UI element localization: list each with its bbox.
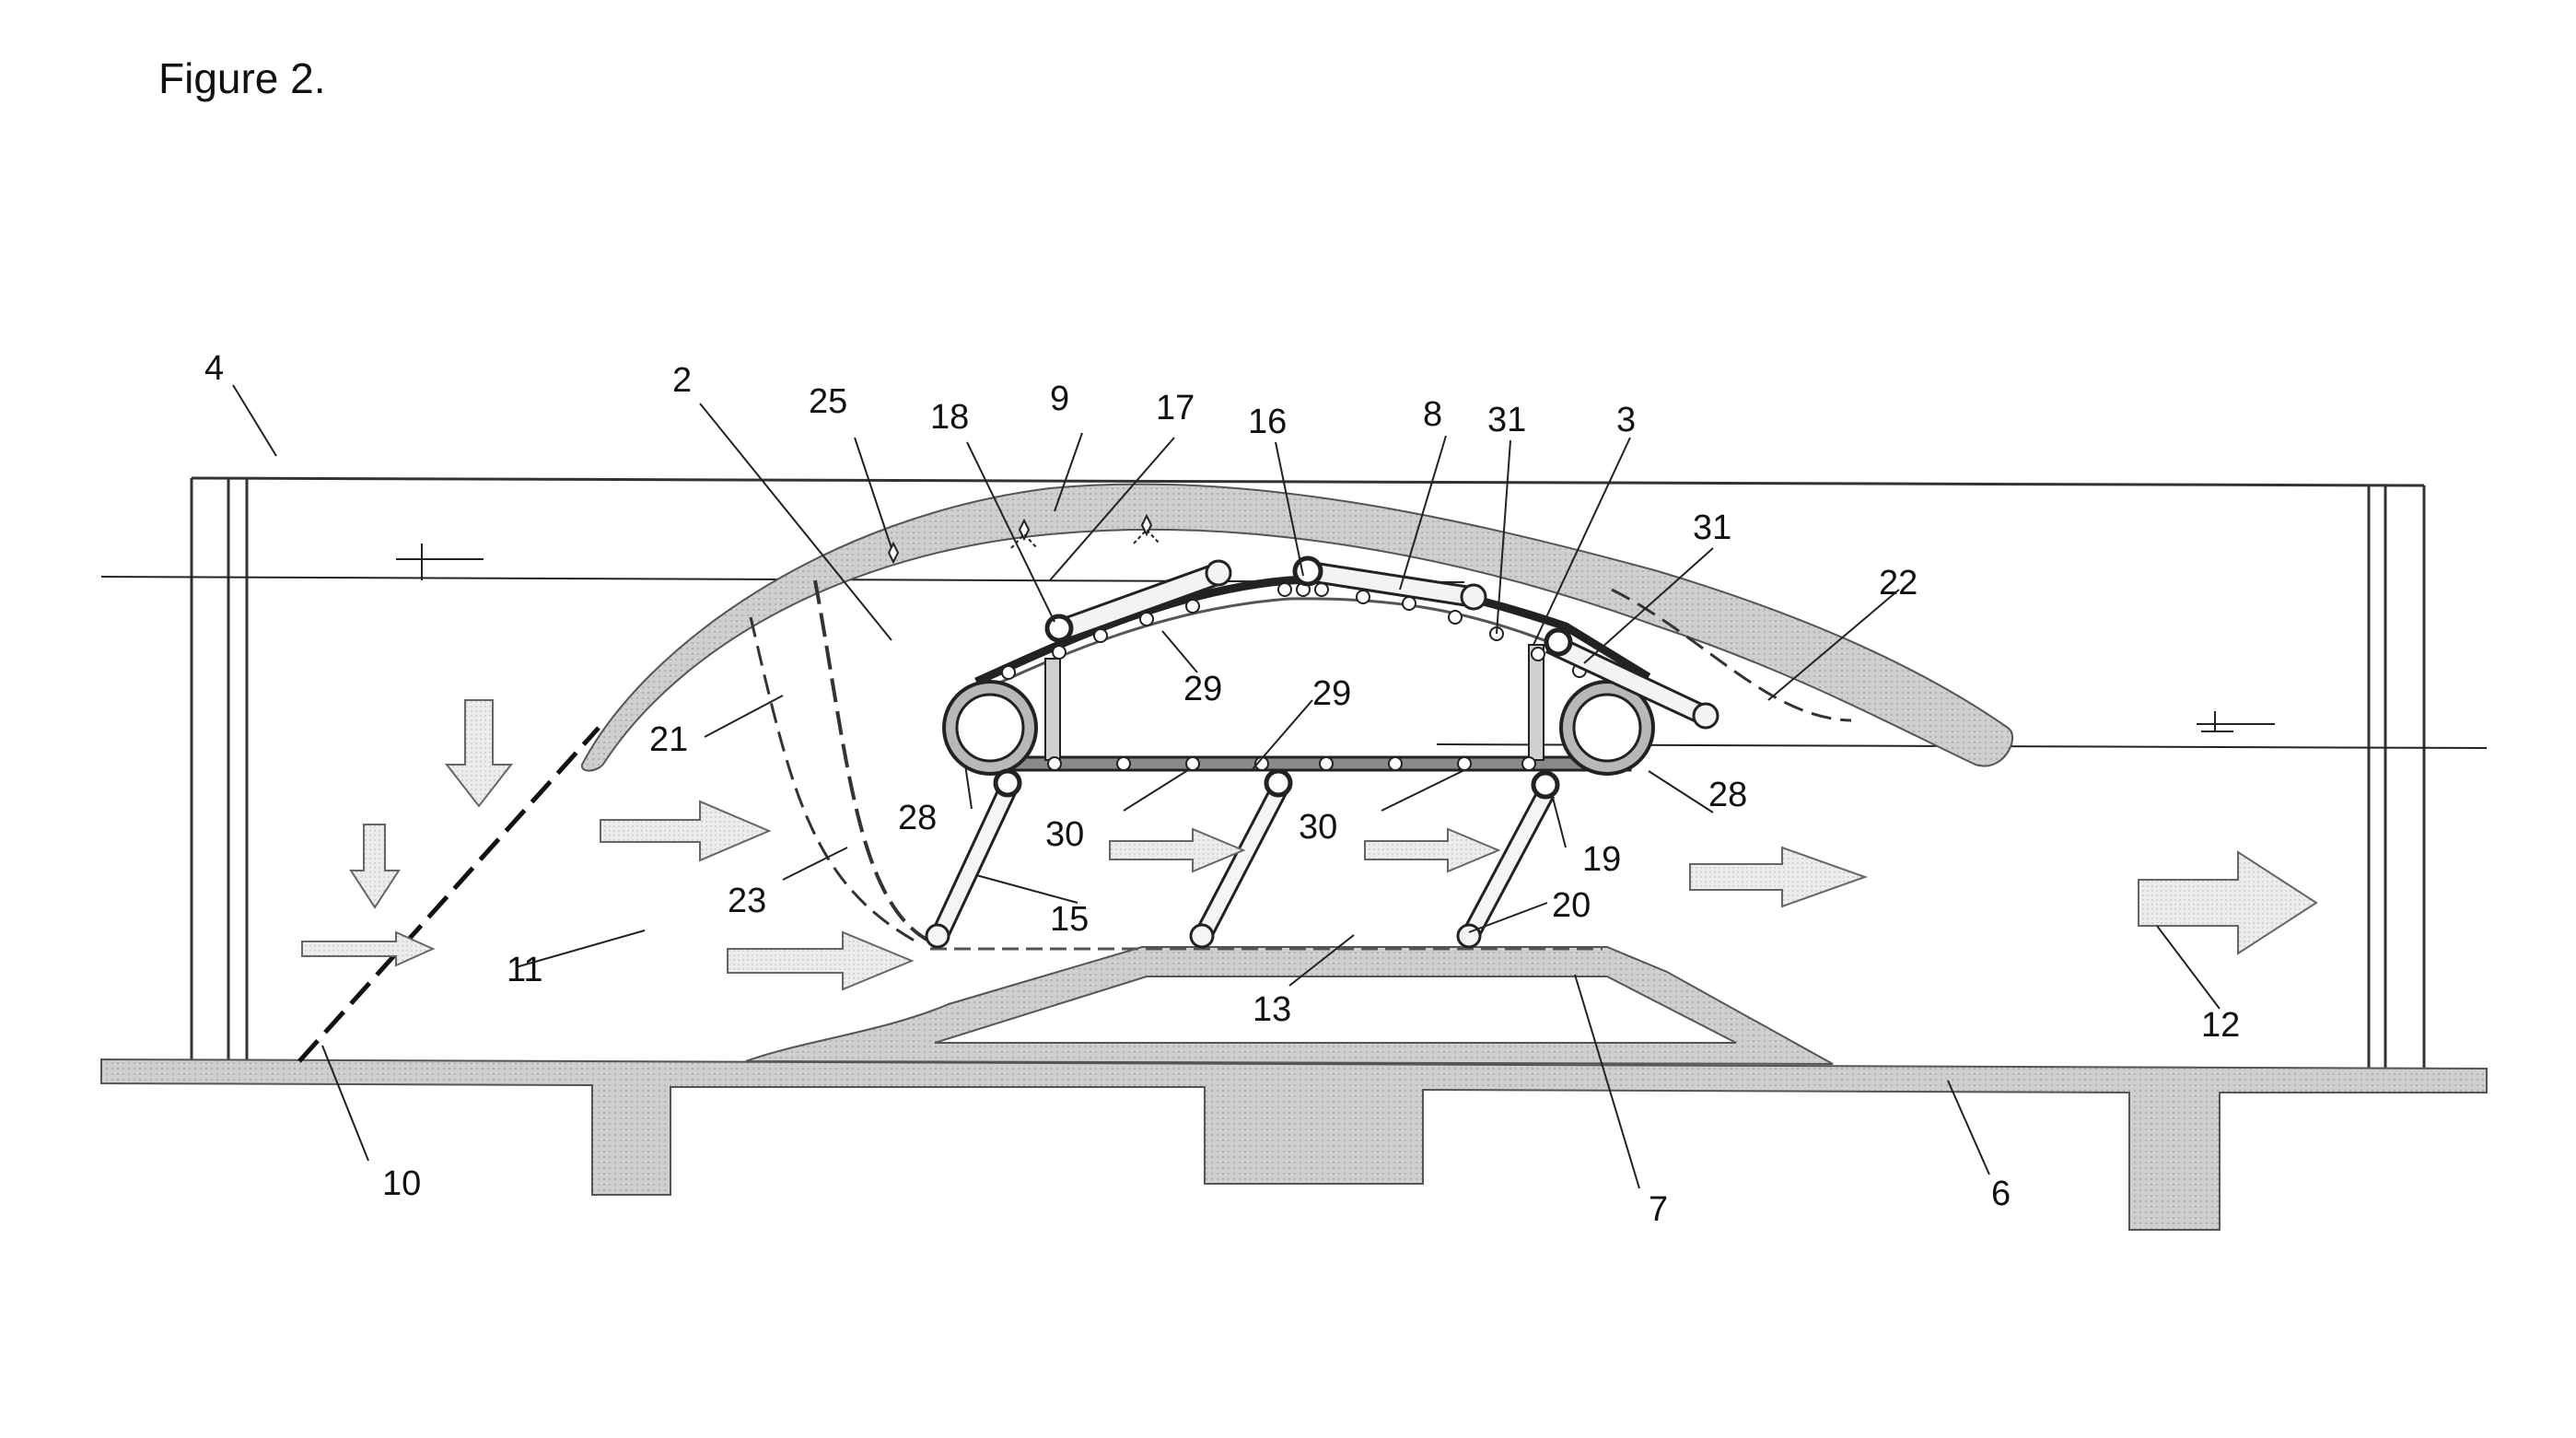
label-8: 8	[1423, 395, 1442, 434]
frame-post-left	[1044, 658, 1061, 761]
label-2: 2	[672, 361, 692, 400]
label-30a: 30	[1045, 815, 1084, 854]
label-19: 19	[1582, 840, 1621, 879]
dashed-line-10	[297, 726, 600, 1063]
support-legs	[925, 786, 1556, 949]
drive-roller-left	[942, 680, 1038, 776]
label-4: 4	[204, 349, 224, 388]
canopy-markers	[887, 513, 1160, 565]
label-30b: 30	[1299, 808, 1337, 847]
dashed-curve-22	[1611, 588, 1852, 722]
label-16: 16	[1248, 403, 1287, 441]
upstream-level-symbol	[396, 544, 484, 580]
belt-upper	[974, 575, 1651, 686]
channel-top-line	[191, 476, 2425, 487]
label-28a: 28	[898, 799, 937, 837]
right-channel-wall	[2367, 485, 2426, 1069]
label-10: 10	[382, 1164, 421, 1203]
left-channel-wall	[190, 478, 249, 1064]
canopy-shell	[580, 483, 2013, 772]
label-7: 7	[1649, 1190, 1668, 1229]
label-13: 13	[1253, 990, 1291, 1029]
label-29a: 29	[1183, 670, 1222, 708]
label-9: 9	[1050, 380, 1069, 418]
label-3: 3	[1616, 401, 1636, 439]
downstream-level-symbol	[2197, 711, 2275, 732]
weir-hump	[745, 946, 1834, 1065]
dashed-curve-23	[813, 579, 931, 943]
reference-labels: 4 2 25 18 9 17 16 8 31 3 31 22 29 29 21 …	[204, 349, 2240, 1229]
flow-arrows	[301, 699, 2318, 991]
label-17: 17	[1156, 389, 1195, 427]
label-31a: 31	[1487, 401, 1526, 439]
label-20: 20	[1552, 886, 1591, 925]
label-11: 11	[507, 951, 542, 989]
label-22: 22	[1879, 564, 1917, 602]
belt-small-rollers	[1001, 582, 1587, 771]
leg-joints	[993, 768, 1560, 800]
label-23: 23	[728, 882, 766, 920]
upper-rods	[1052, 559, 1719, 730]
foundation-slab	[100, 1058, 2488, 1231]
frame-post-right	[1528, 644, 1544, 761]
label-18: 18	[930, 398, 969, 437]
label-15: 15	[1050, 900, 1089, 939]
label-29b: 29	[1312, 674, 1351, 713]
dashed-curve-21	[749, 616, 922, 946]
label-31b: 31	[1693, 509, 1731, 547]
label-28b: 28	[1708, 776, 1747, 814]
label-21: 21	[649, 720, 688, 759]
drive-roller-right	[1559, 680, 1655, 776]
label-12: 12	[2201, 1006, 2240, 1045]
leader-lines	[232, 384, 2220, 1189]
label-6: 6	[1991, 1175, 2011, 1213]
figure-title: Figure 2.	[158, 54, 326, 102]
label-25: 25	[809, 382, 847, 421]
